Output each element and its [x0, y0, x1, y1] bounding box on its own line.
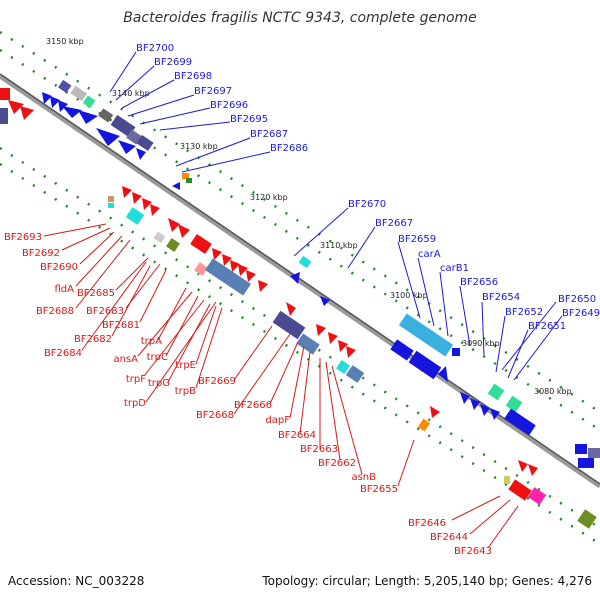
gene-label: asnB: [351, 472, 376, 483]
gene-label: BF2662: [318, 458, 356, 469]
scale-label: 3110 kbp: [320, 241, 358, 250]
gene-label: BF2659: [398, 234, 436, 245]
gene-label: dapF: [265, 415, 290, 426]
genome-info-text: Topology: circular; Length: 5,205,140 bp…: [262, 574, 592, 588]
gene-label: trpC: [147, 352, 168, 363]
gene-label: trpG: [148, 378, 170, 389]
gene-label: trpA: [141, 336, 162, 347]
gene-label: BF2654: [482, 292, 520, 303]
scale-label: 3140 kbp: [112, 89, 150, 98]
reverse-genes: [0, 88, 597, 529]
forward-genes: [42, 79, 600, 468]
gene-label: trpD: [124, 398, 146, 409]
gene-label: BF2643: [454, 546, 492, 557]
gene-label: BF2655: [360, 484, 398, 495]
gene-label: carB1: [440, 263, 469, 274]
gene-label: BF2687: [250, 129, 288, 140]
scale-label: 3080 kbp: [534, 387, 572, 396]
gene-label: BF2652: [505, 307, 543, 318]
gene-label: BF2690: [40, 262, 78, 273]
gene-label: BF2663: [300, 444, 338, 455]
gene-label: BF2692: [22, 248, 60, 259]
scale-label: 3100 kbp: [390, 291, 428, 300]
gene-label: BF2697: [194, 86, 232, 97]
gene-label: BF2695: [230, 114, 268, 125]
gene-label: BF2667: [375, 218, 413, 229]
gene-label: trpE: [175, 360, 196, 371]
gene-label: BF2698: [174, 71, 212, 82]
gene-label: BF2700: [136, 43, 174, 54]
gene-label: BF2644: [430, 532, 468, 543]
gene-label: BF2656: [460, 277, 498, 288]
scale-label: 3150 kbp: [46, 37, 84, 46]
gene-label: BF2668: [196, 410, 234, 421]
gene-label: fldA: [55, 284, 75, 295]
gene-label: BF2693: [4, 232, 42, 243]
gene-label: BF2681: [102, 320, 140, 331]
gene-label: carA: [418, 249, 441, 260]
accession-text: Accession: NC_003228: [8, 574, 145, 588]
gene-label: BF2682: [74, 334, 112, 345]
gene-label: BF2646: [408, 518, 446, 529]
scale-label: 3130 kbp: [180, 142, 218, 151]
gene-label: BF2649: [562, 308, 600, 319]
gene-label: BF2696: [210, 100, 248, 111]
gene-label: BF2670: [348, 199, 386, 210]
genome-backbone: [0, 73, 600, 489]
gene-label: BF2669: [198, 376, 236, 387]
gene-label: BF2683: [86, 306, 124, 317]
gene-label: BF2686: [270, 143, 308, 154]
gene-label: BF2666: [234, 400, 272, 411]
reverse-leader-lines: [43, 223, 519, 549]
map-title: Bacteroides fragilis NCTC 9343, complete…: [123, 10, 477, 26]
gene-label: BF2699: [154, 57, 192, 68]
scale-label: 3090 kbp: [462, 339, 500, 348]
forward-leader-lines: [109, 51, 563, 381]
gene-label: BF2664: [278, 430, 316, 441]
gene-label: BF2684: [44, 348, 82, 359]
gene-label: trpF: [126, 374, 146, 385]
gene-label: BF2650: [558, 294, 596, 305]
gene-label: BF2685: [77, 288, 115, 299]
scale-label: 3120 kbp: [250, 193, 288, 202]
gene-label: BF2688: [36, 306, 74, 317]
gene-label: ansA: [113, 354, 138, 365]
gene-label: BF2651: [528, 321, 566, 332]
gene-label: trpB: [175, 386, 196, 397]
